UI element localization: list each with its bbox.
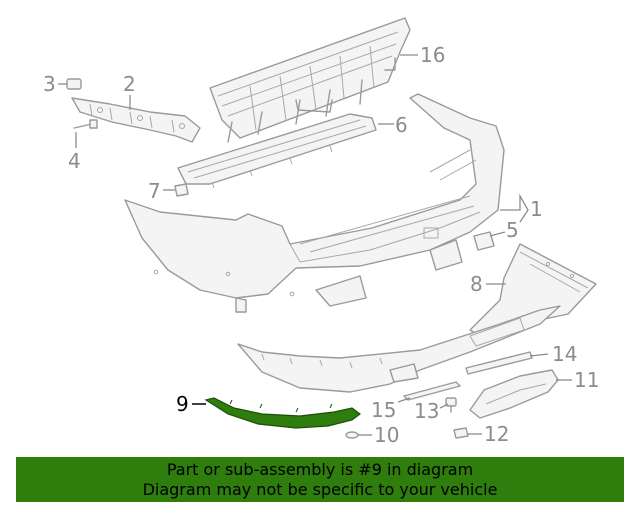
callout-3: 3: [43, 72, 56, 96]
part-9-highlighted-molding: [204, 397, 361, 429]
leader-13: [439, 403, 449, 409]
leader-5: [489, 231, 506, 237]
callout-7: 7: [148, 179, 161, 203]
leader-1: [500, 193, 529, 223]
banner-line-2: Diagram may not be specific to your vehi…: [142, 480, 498, 499]
part-6-step-pad: [177, 113, 377, 189]
callout-16: 16: [420, 43, 445, 67]
part-10-clip: [345, 431, 359, 439]
callout-1: 1: [530, 197, 543, 221]
callout-9: 9: [176, 392, 189, 416]
part-16-impact-bar: [209, 17, 411, 143]
part-5-bracket: [473, 231, 495, 251]
part-7-clip: [174, 183, 189, 197]
part-11-trim-panel: [469, 369, 559, 419]
part-13-fastener: [445, 397, 457, 413]
part-1-bumper-fascia: [124, 93, 505, 313]
part-4-bolt: [73, 119, 98, 129]
leader-15: [397, 397, 411, 403]
notice-banner: Part or sub-assembly is #9 in diagram Di…: [16, 457, 624, 502]
part-2-bracket: [71, 97, 201, 143]
banner-line-1: Part or sub-assembly is #9 in diagram: [166, 460, 474, 479]
part-14-reflector: [465, 351, 533, 375]
parts-diagram: 16 2 3 4 6 7: [43, 17, 599, 447]
callout-14: 14: [552, 342, 577, 366]
callout-13: 13: [414, 399, 439, 423]
callout-6: 6: [395, 113, 408, 137]
part-3-clip: [66, 78, 82, 90]
callout-10: 10: [374, 423, 399, 447]
callout-15: 15: [371, 398, 396, 422]
part-12-clip: [453, 427, 469, 439]
lower-valance: [237, 305, 561, 393]
callout-4: 4: [68, 149, 81, 173]
callout-5: 5: [506, 218, 519, 242]
callout-8: 8: [470, 272, 483, 296]
leader-14: [529, 353, 549, 357]
callout-11: 11: [574, 368, 599, 392]
callout-2: 2: [123, 72, 136, 96]
callout-12: 12: [484, 422, 509, 446]
